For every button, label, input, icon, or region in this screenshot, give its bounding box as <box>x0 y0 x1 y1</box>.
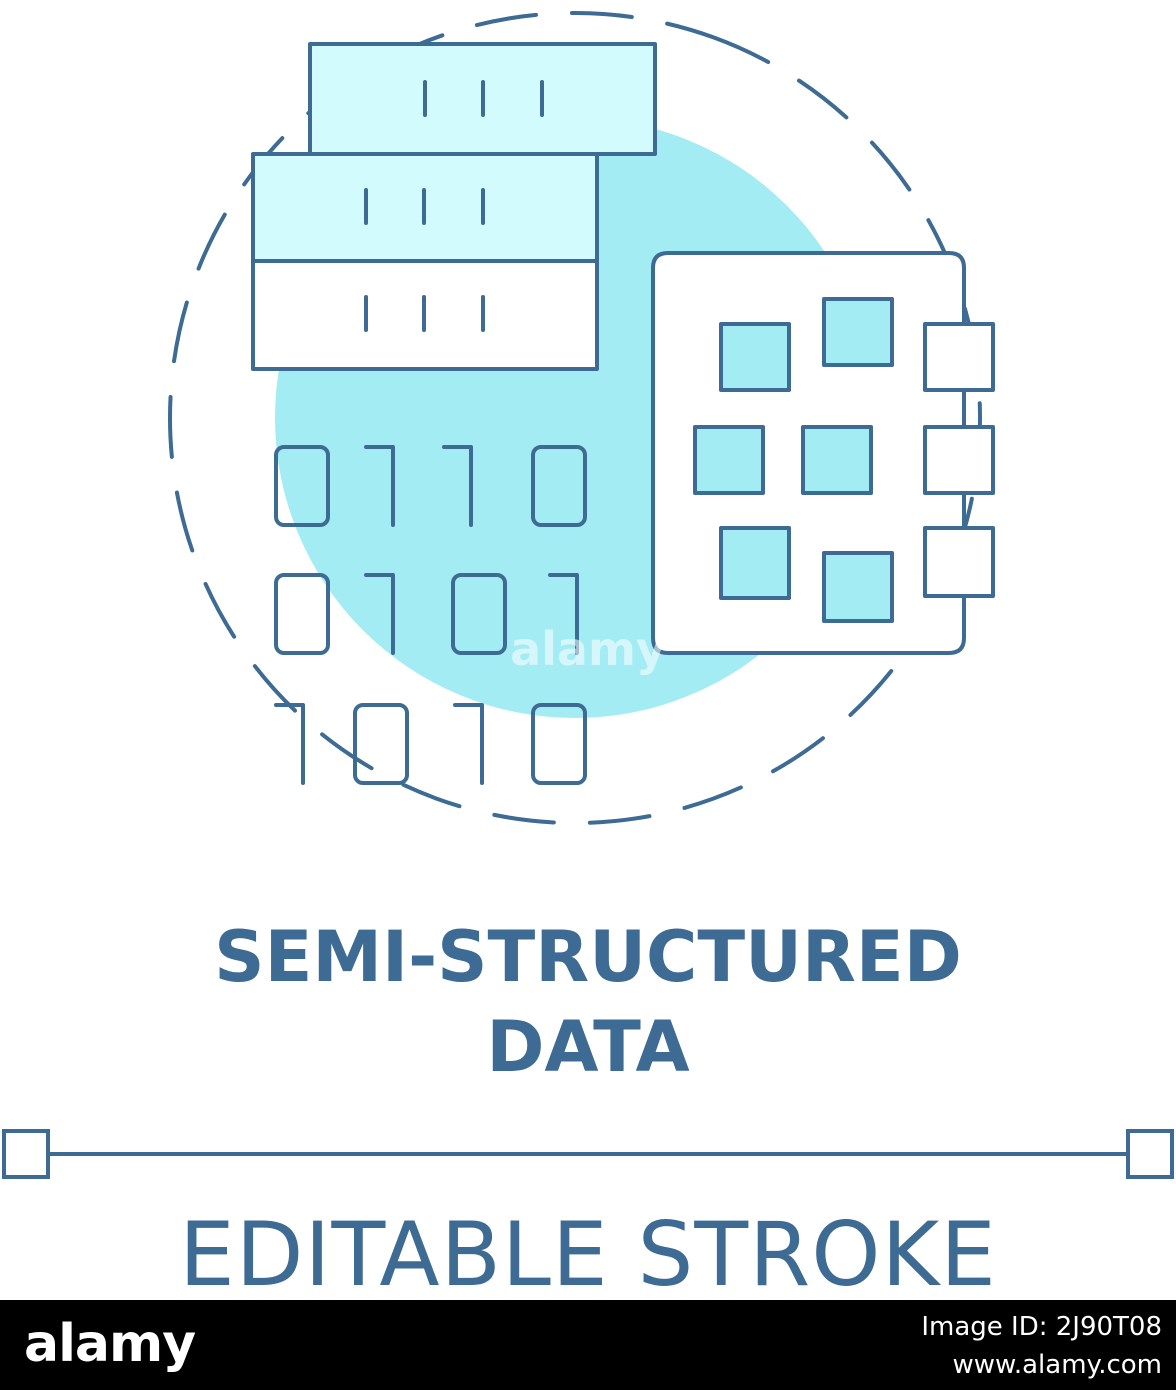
banner-url: www.alamy.com <box>952 1350 1162 1380</box>
digit-r1-c2 <box>364 445 395 527</box>
title-line-2: DATA <box>486 1006 690 1088</box>
editable-stroke-label: EDITABLE STROKE <box>179 1203 997 1306</box>
digit-r2-c2 <box>364 573 395 655</box>
digit-r3-c3 <box>453 703 484 785</box>
editable-stroke-line-icon <box>2 1129 1174 1179</box>
watermark-text: alamy <box>510 622 666 676</box>
grid-cells-icon <box>651 251 995 655</box>
banner-image-id: Image ID: 2J90T08 <box>921 1312 1162 1342</box>
digit-r2-c1 <box>274 573 330 655</box>
banner-logo: alamy <box>24 1314 196 1374</box>
digit-r3-c4 <box>531 703 587 785</box>
digit-r1-c4 <box>531 445 587 527</box>
semi-structured-data-icon <box>2 11 1174 1179</box>
digit-r2-c4 <box>548 573 579 655</box>
digit-r2-c3 <box>451 573 507 655</box>
binary-digits-icon <box>274 445 587 785</box>
digit-r1-c3 <box>442 445 473 527</box>
digit-r3-c1 <box>274 703 305 785</box>
digit-r3-c2 <box>353 703 409 785</box>
server-stack-icon <box>251 42 657 371</box>
stock-banner: alamy Image ID: 2J90T08 www.alamy.com <box>0 1300 1176 1390</box>
title-line-1: SEMI-STRUCTURED <box>214 916 962 998</box>
stroke-handle-right <box>1126 1129 1174 1179</box>
digit-r1-c1 <box>274 445 330 527</box>
stroke-handle-left <box>2 1129 50 1179</box>
